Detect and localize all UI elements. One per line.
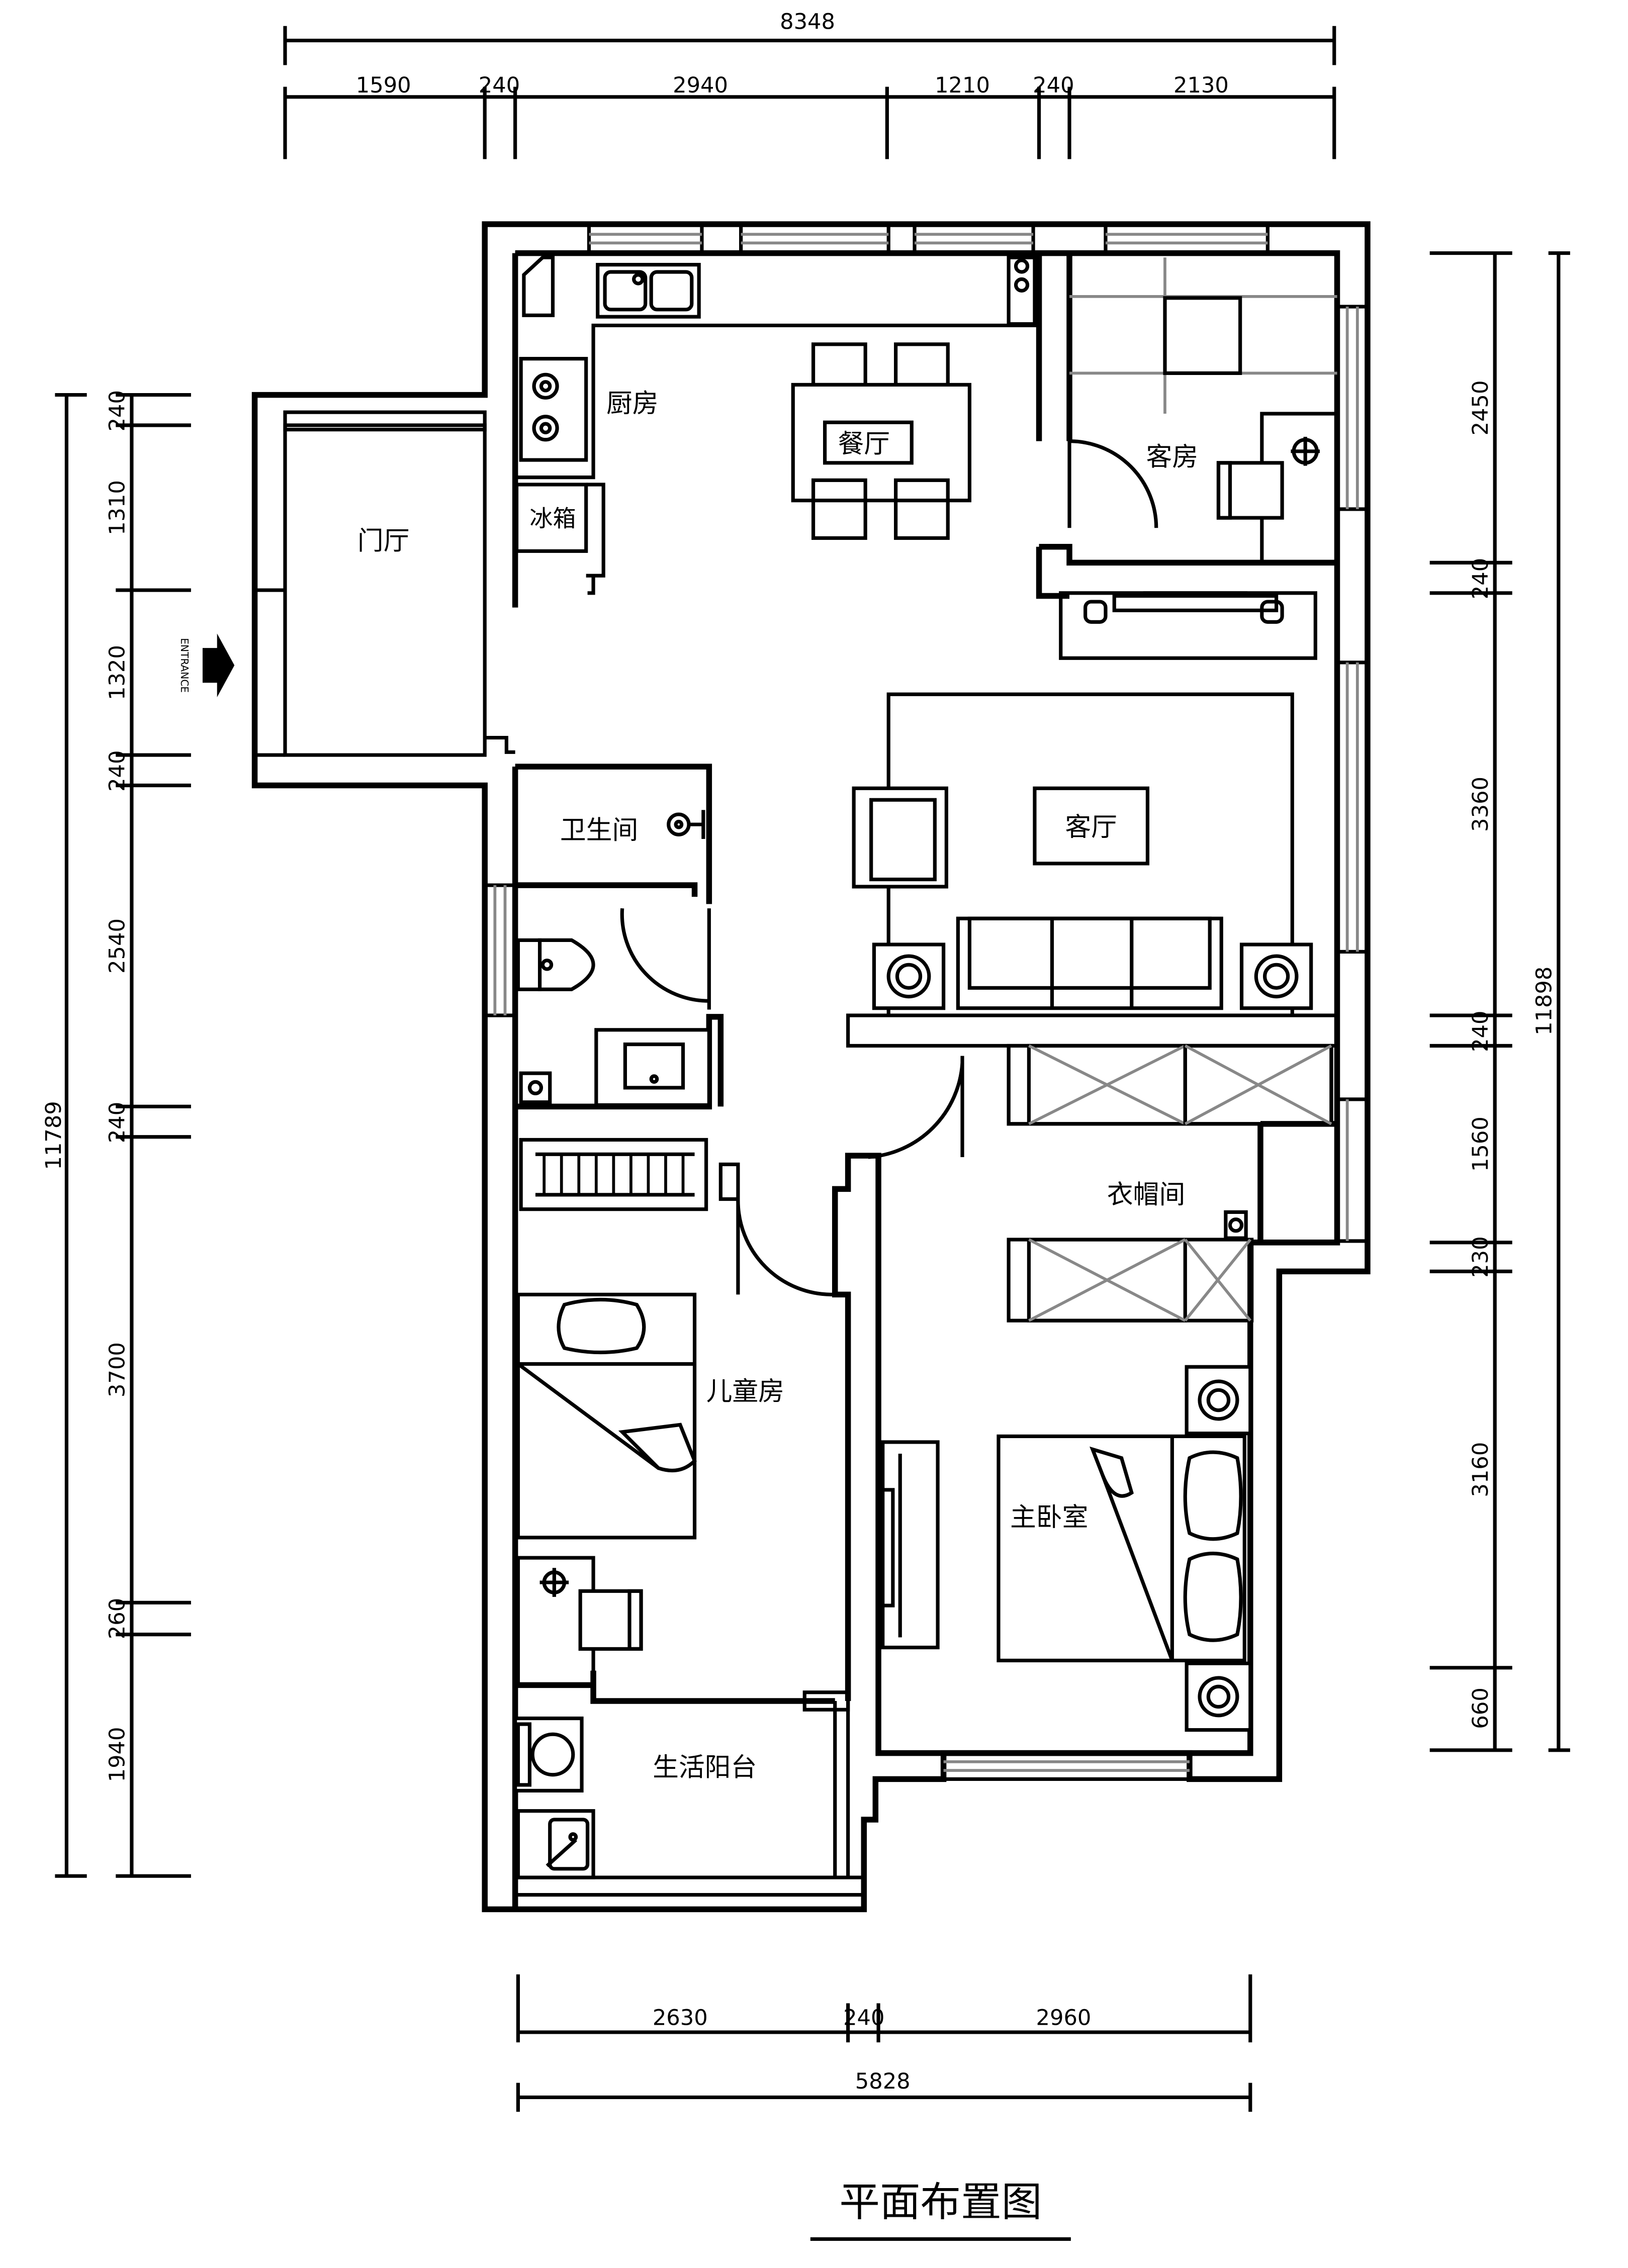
top-dimensions — [283, 26, 1336, 159]
dim-top-3: 2940 — [673, 73, 728, 98]
foyer: 门厅 ENTRANCE — [178, 526, 515, 754]
dim-right-total: 11898 — [1531, 967, 1557, 1035]
bathroom-label: 卫生间 — [560, 815, 638, 845]
guest-room-label: 客房 — [1146, 442, 1199, 472]
top-windows — [254, 222, 1370, 1781]
dim-left-1: 240 — [105, 390, 130, 431]
dim-top-total: 8348 — [780, 10, 835, 35]
dim-top-4: 1210 — [935, 73, 990, 98]
kitchen: 冰箱 厨房 — [514, 251, 1041, 595]
dim-top-6: 2130 — [1173, 73, 1229, 98]
dim-right-5: 1560 — [1468, 1116, 1493, 1172]
dim-left-9: 1940 — [105, 1727, 130, 1782]
dim-right-7: 3160 — [1468, 1442, 1493, 1497]
kids-room-label: 儿童房 — [706, 1376, 784, 1406]
dim-bottom-1: 2630 — [653, 2006, 708, 2031]
stove-icon — [519, 357, 588, 462]
right-dimensions — [1429, 251, 1570, 1752]
dim-left-2: 1310 — [105, 480, 130, 535]
left-dimensions — [55, 393, 191, 1878]
dimension-labels: 8348 1590 240 2940 1210 240 2130 2630 24… — [41, 10, 1557, 2095]
master-bedroom: 主卧室 — [879, 1365, 1252, 1732]
dim-left-total: 11789 — [41, 1101, 66, 1170]
guest-room: 客房 — [1067, 257, 1339, 624]
bathroom: 卫生间 — [516, 810, 711, 1107]
dining-label: 餐厅 — [838, 429, 890, 459]
dim-right-4: 240 — [1468, 1011, 1493, 1052]
dim-left-8: 260 — [105, 1598, 130, 1639]
dim-left-7: 3700 — [105, 1342, 130, 1397]
master-bedroom-label: 主卧室 — [1010, 1502, 1088, 1533]
page-title: 平面布置图 — [839, 2179, 1042, 2226]
wardrobe — [519, 1138, 832, 1297]
dim-top-1: 1590 — [356, 73, 411, 98]
foyer-label: 门厅 — [357, 526, 410, 556]
cloakroom: 衣帽间 — [868, 1044, 1333, 1322]
utility-balcony-label: 生活阳台 — [653, 1753, 757, 1783]
dim-top-5: 240 — [1033, 73, 1074, 98]
dim-right-6: 230 — [1468, 1236, 1493, 1277]
kitchen-label: 厨房 — [606, 389, 659, 419]
entrance-label: ENTRANCE — [178, 638, 191, 693]
dim-left-3: 1320 — [105, 645, 130, 700]
dim-left-5: 2540 — [105, 918, 130, 974]
dim-right-8: 660 — [1468, 1687, 1493, 1729]
living-room: 客厅 — [852, 692, 1313, 1016]
dining-table: 餐厅 — [791, 342, 972, 540]
dim-left-4: 240 — [105, 750, 130, 792]
dim-right-2: 240 — [1468, 558, 1493, 599]
utility-balcony: 生活阳台 — [513, 1716, 757, 1879]
fridge — [514, 483, 588, 553]
bottom-dimensions — [516, 1974, 1252, 2112]
kids-room: 儿童房 — [516, 1292, 784, 1687]
dim-right-3: 3360 — [1468, 777, 1493, 832]
dim-bottom-total: 5828 — [855, 2069, 911, 2094]
dim-right-1: 2450 — [1468, 381, 1493, 436]
cloakroom-label: 衣帽间 — [1107, 1180, 1185, 1210]
dim-top-2: 240 — [479, 73, 520, 98]
dim-bottom-3: 2960 — [1036, 2006, 1092, 2031]
dim-left-6: 240 — [105, 1102, 130, 1143]
entrance-arrow-icon — [202, 633, 235, 697]
living-room-label: 客厅 — [1065, 812, 1117, 842]
fridge-label: 冰箱 — [529, 505, 576, 532]
dim-bottom-2: 240 — [843, 2006, 884, 2031]
